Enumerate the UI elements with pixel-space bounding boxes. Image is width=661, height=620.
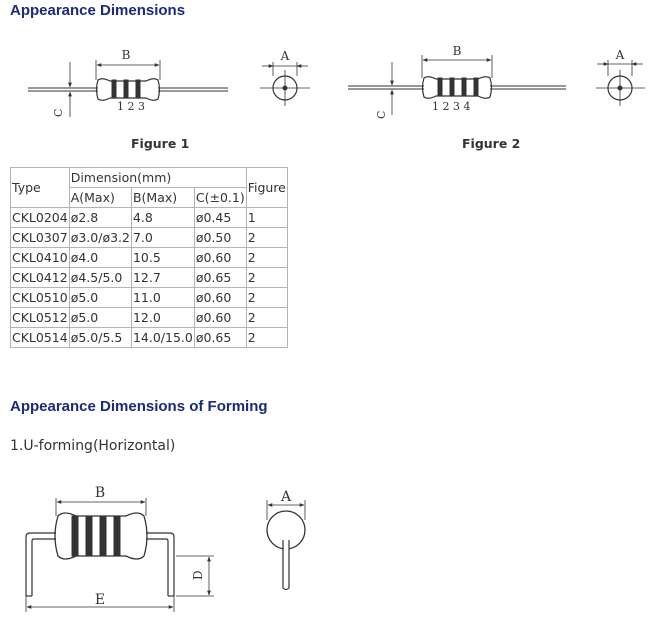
cell-a: ø5.0 [68,287,132,308]
cell-a: ø4.5/5.0 [68,267,132,288]
figure2-side-view [348,55,566,115]
cell-figure: 2 [245,287,288,308]
figure1-label-a: A [280,49,290,63]
header-figure: Figure [245,167,288,208]
table-row: CKL0204 ø2.8 4.8 ø0.45 1 [10,207,288,228]
cell-figure: 2 [245,327,288,348]
cell-type: CKL0307 [10,227,70,248]
header-type: Type [10,167,70,208]
figure1-label-c: C [52,109,65,117]
figure2-end-view [596,60,645,106]
cell-b: 12.0 [130,307,195,328]
figure2-pin-labels: 1 2 3 4 [432,100,470,113]
cell-type: CKL0510 [10,287,70,308]
cell-b: 11.0 [130,287,195,308]
u-forming-subtitle: 1.U-forming(Horizontal) [10,438,176,454]
cell-c: ø0.60 [193,307,247,328]
cell-a: ø2.8 [68,207,132,228]
u-forming-end-view [266,500,306,591]
figure1-side-view [28,60,228,117]
cell-b: 12.7 [130,267,195,288]
cell-b: 10.5 [130,247,195,268]
cell-type: CKL0204 [10,207,70,228]
figure2-label-a: A [615,48,625,62]
u-forming-label-a: A [280,489,292,505]
table-header-row: Type Dimension(mm) Figure [10,167,288,208]
table-row: CKL0410 ø4.0 10.5 ø0.60 2 [10,247,288,268]
header-c-tolerance: C(±0.1) [193,187,247,208]
u-forming-label-b: B [95,485,105,501]
table-row: CKL0512 ø5.0 12.0 ø0.60 2 [10,307,288,328]
cell-figure: 2 [245,247,288,268]
u-forming-side-view [25,498,214,612]
cell-b: 14.0/15.0 [130,327,195,348]
cell-type: CKL0512 [10,307,70,328]
figure1-end-view [260,62,310,106]
u-forming-label-e: E [95,592,105,608]
table-row: CKL0412 ø4.5/5.0 12.7 ø0.65 2 [10,267,288,288]
section-title-forming: Appearance Dimensions of Forming [10,398,268,415]
cell-a: ø4.0 [68,247,132,268]
figure1-caption: Figure 1 [131,136,190,151]
cell-b: 4.8 [130,207,195,228]
cell-type: CKL0412 [10,267,70,288]
cell-c: ø0.50 [193,227,247,248]
table-row: CKL0307 ø3.0/ø3.2 7.0 ø0.50 2 [10,227,288,248]
section-title-appearance-dimensions: Appearance Dimensions [10,2,186,19]
figure1-label-b: B [122,48,131,62]
cell-figure: 2 [245,227,288,248]
cell-c: ø0.65 [193,327,247,348]
cell-figure: 2 [245,307,288,328]
header-b-max: B(Max) [130,187,195,208]
cell-c: ø0.65 [193,267,247,288]
cell-a: ø5.0/5.5 [68,327,132,348]
header-a-max: A(Max) [68,187,132,208]
figure2-label-c: C [375,111,388,119]
cell-a: ø5.0 [68,307,132,328]
cell-figure: 1 [245,207,288,228]
cell-type: CKL0410 [10,247,70,268]
dimensions-table: Type Dimension(mm) Figure A(Max) B(Max) … [10,167,288,348]
cell-figure: 2 [245,267,288,288]
table-row: CKL0514 ø5.0/5.5 14.0/15.0 ø0.65 2 [10,327,288,348]
figure2-label-b: B [453,44,462,58]
cell-c: ø0.60 [193,247,247,268]
table-subheader-row: A(Max) B(Max) C(±0.1) [11,187,288,208]
figure2-caption: Figure 2 [462,136,521,151]
cell-type: CKL0514 [10,327,70,348]
u-forming-label-d: D [191,570,205,580]
cell-c: ø0.45 [193,207,247,228]
figure1-pin-labels: 1 2 3 [117,100,145,113]
cell-b: 7.0 [130,227,195,248]
cell-a: ø3.0/ø3.2 [68,227,132,248]
table-row: CKL0510 ø5.0 11.0 ø0.60 2 [10,287,288,308]
cell-c: ø0.60 [193,287,247,308]
header-dimension: Dimension(mm) [68,167,247,188]
